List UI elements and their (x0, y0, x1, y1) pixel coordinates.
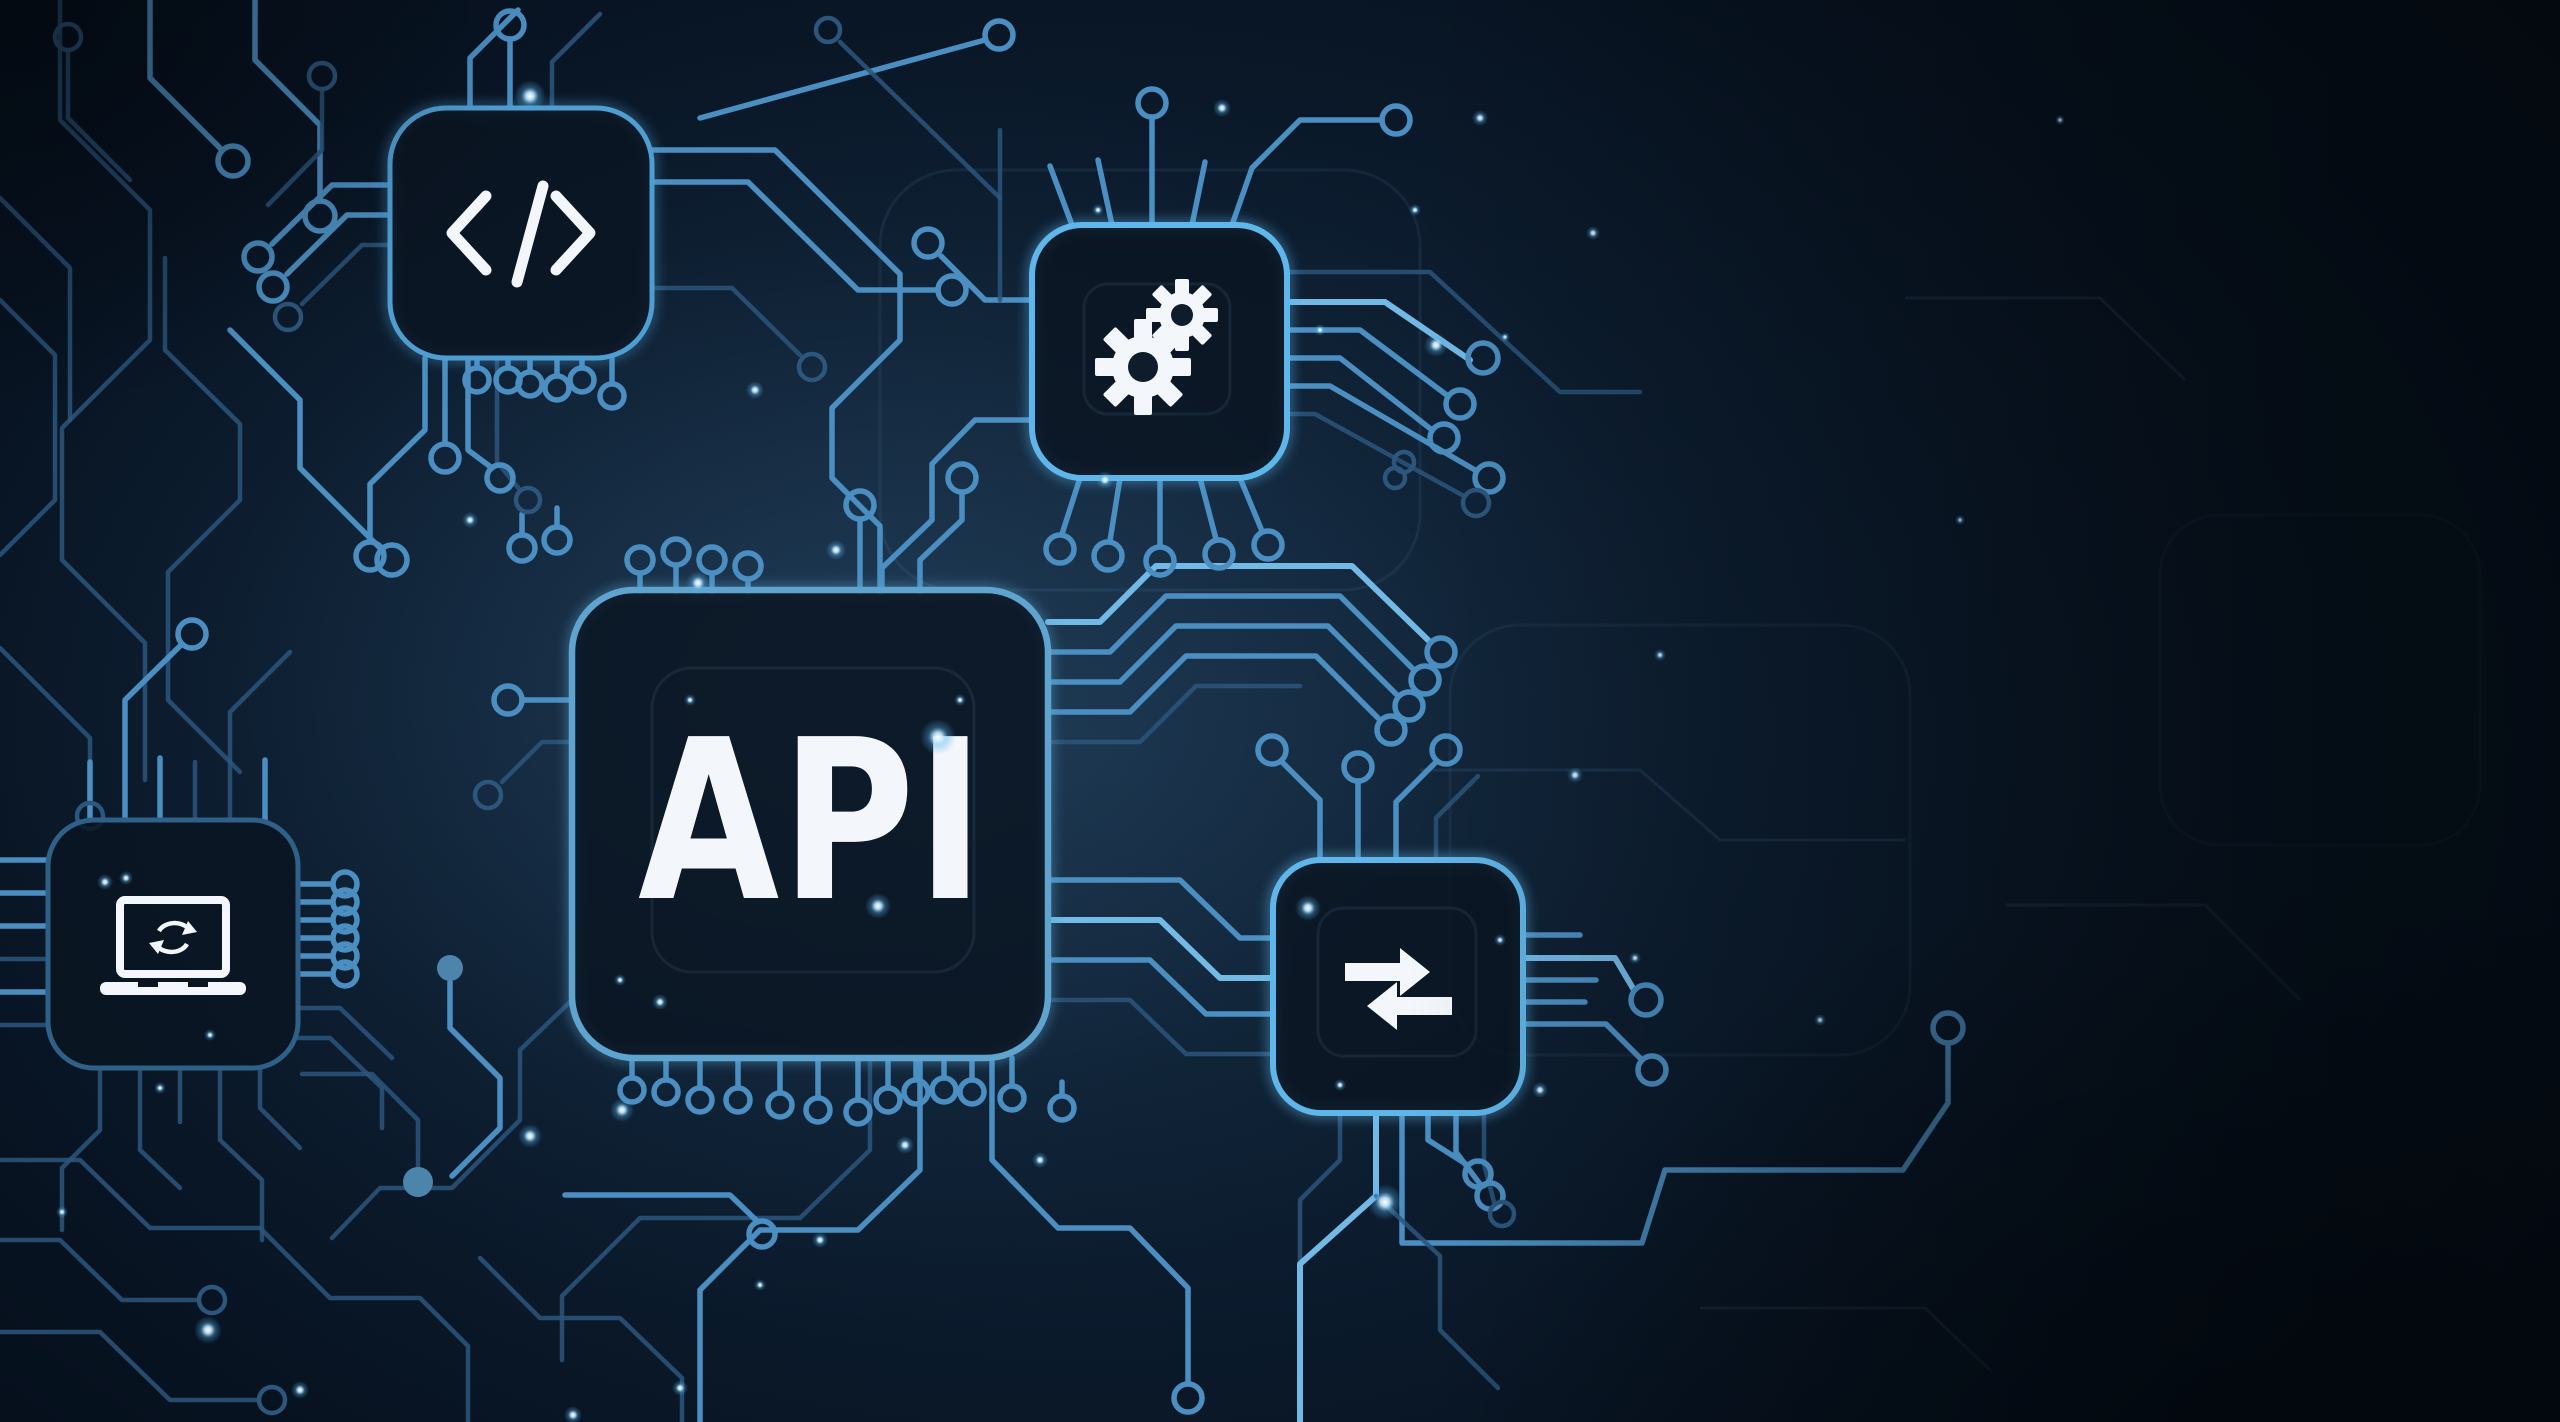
circuit-traces (0, 0, 1951, 1422)
small-gear (1146, 279, 1218, 351)
arrow-left (1367, 982, 1452, 1030)
gears-icon (1095, 279, 1218, 415)
left-angle-bracket (446, 190, 492, 276)
data-exchange-chip (1270, 857, 1526, 1116)
transfer-arrows-icon (1345, 948, 1452, 1030)
code-chip (387, 105, 655, 361)
arrow-right (1345, 948, 1430, 996)
laptop-sync-chip (45, 817, 301, 1071)
laptop-sync-icon (100, 896, 246, 995)
slash (511, 180, 549, 288)
sync-arrows (149, 920, 197, 955)
large-gear (1095, 319, 1191, 415)
laptop-base (100, 982, 246, 995)
code-slash-icon (446, 180, 596, 288)
api-chip (568, 586, 1052, 1062)
laptop-screen (116, 896, 230, 978)
right-angle-bracket (550, 190, 596, 276)
spark-glow-dots (56, 80, 2065, 1422)
